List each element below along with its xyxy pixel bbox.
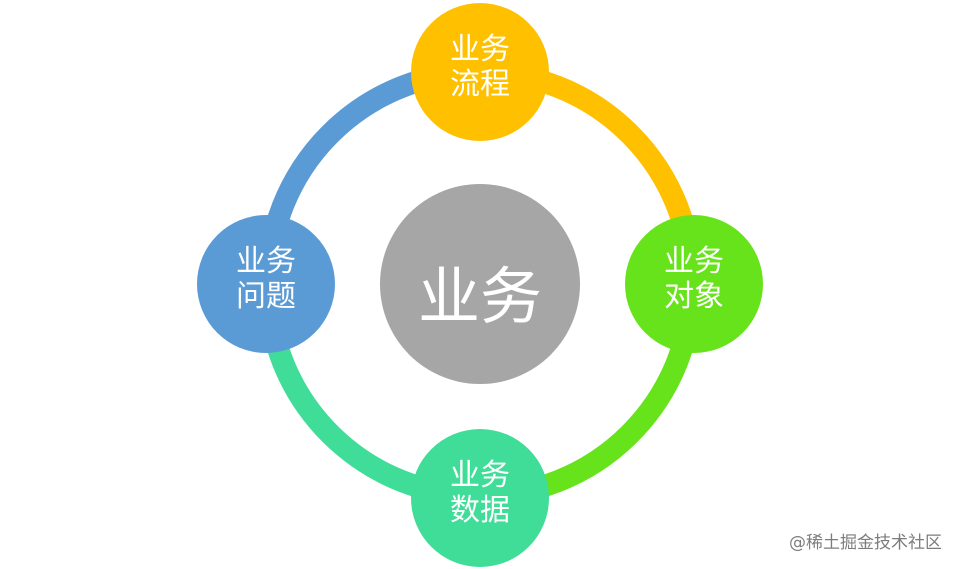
node-label-bottom: 业务 数据 [411, 458, 549, 529]
center-circle [380, 184, 580, 384]
center-label: 业务 [417, 260, 542, 333]
node-label-top: 业务 流程 [411, 32, 549, 103]
node-label-left: 业务 问题 [197, 244, 335, 315]
node-right-line1: 业务 [664, 244, 724, 279]
node-left-line2: 问题 [236, 279, 296, 315]
node-bottom-line2: 数据 [450, 493, 510, 529]
node-right-line2: 对象 [664, 279, 724, 315]
node-circle-top [411, 3, 549, 141]
node-left-line1: 业务 [236, 244, 296, 279]
node-circle-left [197, 215, 335, 353]
node-label-right: 业务 对象 [625, 244, 763, 315]
node-top-line1: 业务 [450, 32, 510, 67]
node-top-line2: 流程 [450, 67, 510, 103]
node-bottom-line1: 业务 [450, 458, 510, 493]
node-circle-bottom [411, 429, 549, 567]
watermark-text: @稀土掘金技术社区 [789, 533, 942, 553]
node-circle-right [625, 215, 763, 353]
